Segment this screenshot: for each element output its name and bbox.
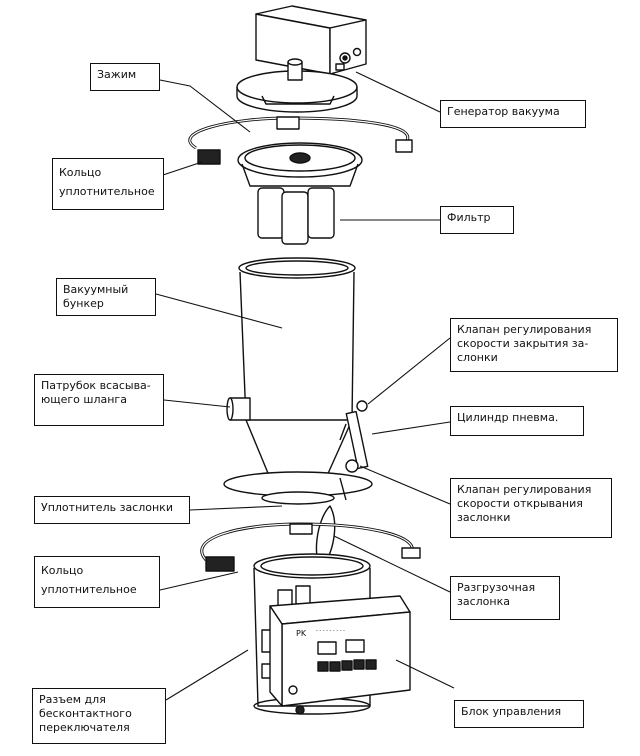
label-clamp: Зажим	[90, 63, 160, 91]
clamp-bottom-part	[200, 522, 421, 572]
label-suction-pipe: Патрубок всасыва- ющего шланга	[34, 374, 164, 426]
panel-model-text: - - - - - - - - -	[316, 628, 345, 634]
label-control-unit: Блок управления	[454, 700, 584, 728]
control-unit-part	[253, 553, 411, 715]
vacuum-hopper-part	[223, 257, 373, 501]
filter-part	[237, 142, 363, 245]
label-close-speed-valve: Клапан регулирования скорости закрытия з…	[450, 318, 618, 372]
label-seal-ring-top: Кольцо уплотнительное	[52, 158, 164, 210]
clamp-top-part	[188, 116, 413, 165]
leader-lines	[155, 71, 455, 701]
label-discharge-flap: Разгрузочная заслонка	[450, 576, 560, 620]
vacuum-generator-part	[236, 5, 367, 113]
label-flap-seal: Уплотнитель заслонки	[34, 496, 190, 524]
panel-brand-mark: PK	[296, 629, 307, 638]
label-vacuum-generator: Генератор вакуума	[440, 100, 586, 128]
discharge-flap-part	[261, 491, 336, 569]
label-seal-ring-bottom: Кольцо уплотнительное	[34, 556, 160, 608]
label-pneumatic-cylinder: Цилиндр пневма.	[450, 406, 584, 436]
label-open-speed-valve: Клапан регулирования скорости открывания…	[450, 478, 612, 538]
label-filter: Фильтр	[440, 206, 514, 234]
label-vacuum-hopper: Вакуумный бункер	[56, 278, 156, 316]
label-sensor-connector: Разъем для бесконтактного переключателя	[32, 688, 166, 744]
